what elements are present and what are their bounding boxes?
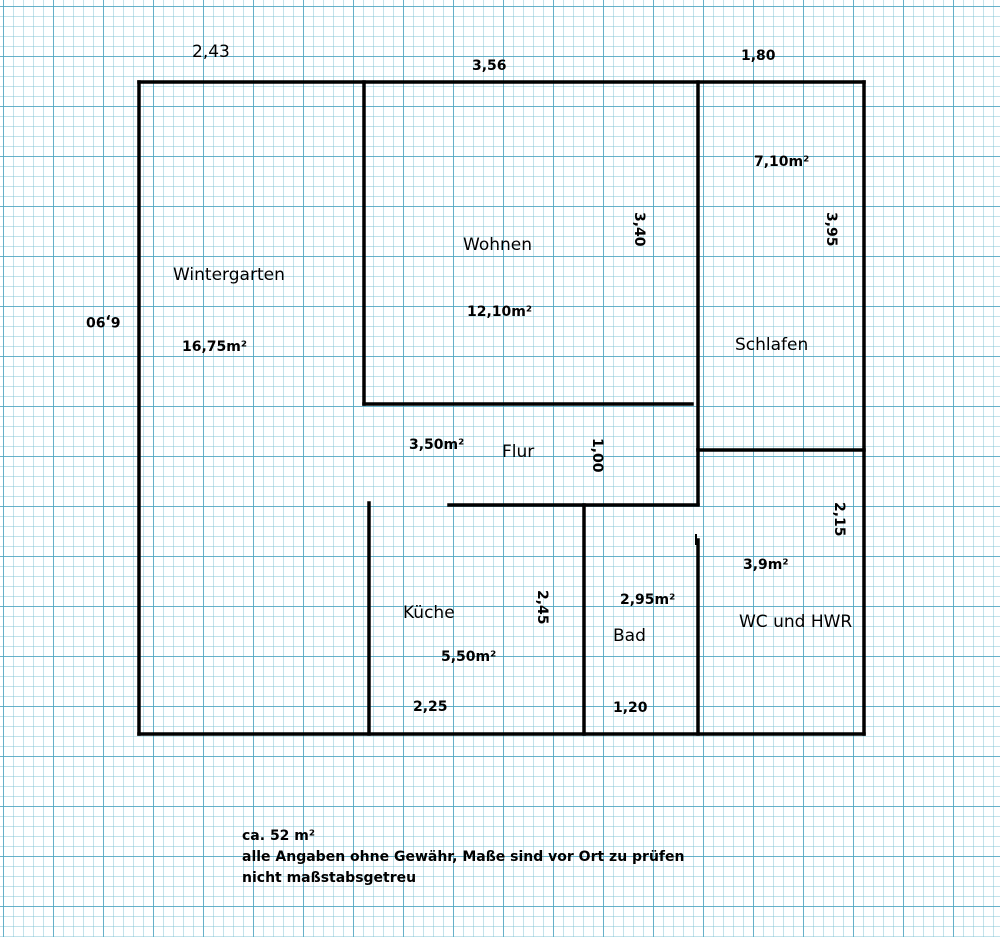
dim-top-middle: 3,56 [472, 58, 507, 74]
notes-block: ca. 52 m² alle Angaben ohne Gewähr, Maße… [242, 826, 684, 889]
room-bad-name: Bad [613, 626, 646, 646]
dim-top-right: 1,80 [741, 48, 776, 64]
dim-wc-height: 2,15 [831, 502, 847, 537]
dim-top-left: 2,43 [192, 42, 230, 62]
dim-kueche-height: 2,45 [534, 590, 550, 625]
dim-flur-width: 1,00 [589, 438, 605, 473]
room-kueche-name: Küche [403, 603, 455, 623]
note-scale: nicht maßstabsgetreu [242, 870, 417, 886]
dim-kueche-width: 2,25 [413, 699, 448, 715]
dim-schlafen-height: 3,95 [823, 212, 839, 247]
room-schlafen-area: 7,10m² [754, 154, 810, 170]
room-wc-name: WC und HWR [739, 612, 853, 632]
room-bad-area: 2,95m² [620, 592, 676, 608]
dim-bad-width: 1,20 [613, 700, 648, 716]
room-flur-area: 3,50m² [409, 437, 465, 453]
note-total-area: ca. 52 m² [242, 828, 316, 844]
room-schlafen-name: Schlafen [735, 335, 809, 355]
room-wohnen-area: 12,10m² [467, 304, 533, 320]
dim-wohnen-height: 3,40 [631, 212, 647, 247]
room-wintergarten-name: Wintergarten [173, 265, 285, 285]
dim-left-height: 6,90 [86, 313, 121, 329]
room-flur-name: Flur [502, 442, 535, 462]
room-kueche-area: 5,50m² [441, 649, 497, 665]
room-wohnen-name: Wohnen [463, 235, 532, 255]
room-wc-area: 3,9m² [743, 557, 789, 573]
note-disclaimer: alle Angaben ohne Gewähr, Maße sind vor … [242, 849, 685, 865]
room-wintergarten-area: 16,75m² [182, 339, 248, 355]
